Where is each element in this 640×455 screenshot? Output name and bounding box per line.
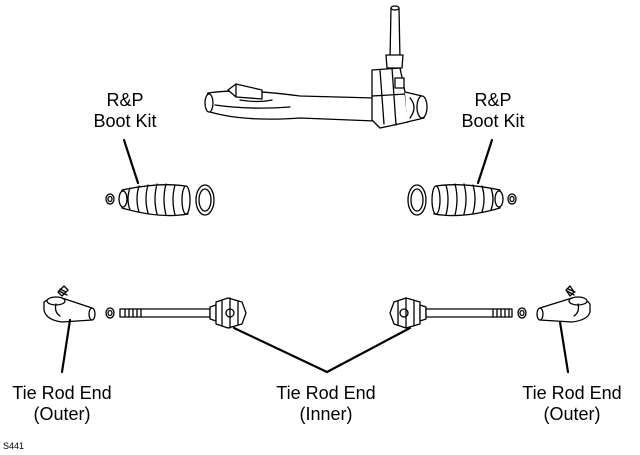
leader-tie-rod-inner-left [232, 326, 329, 374]
label-tie-rod-inner-line2: (Inner) [299, 404, 353, 424]
boot-kit-left-parts [105, 183, 215, 217]
label-boot-kit-right-line2: Boot Kit [461, 111, 525, 131]
leader-tie-rod-inner-right [325, 326, 412, 374]
label-tie-rod-outer-left-line2: (Outer) [33, 404, 91, 424]
figure-code: S441 [3, 441, 25, 451]
label-boot-kit-left: R&P Boot Kit [70, 90, 180, 132]
label-boot-kit-right: R&P Boot Kit [438, 90, 548, 132]
steering-rack-assembly [204, 5, 428, 129]
leader-tie-rod-outer-left [60, 318, 72, 374]
tie-rod-inner-left-part [119, 297, 247, 329]
tie-rod-outer-right-part [517, 285, 591, 323]
leader-boot-kit-left [122, 138, 140, 185]
boot-kit-right-parts [407, 183, 517, 217]
label-tie-rod-outer-left-line1: Tie Rod End [12, 383, 112, 403]
label-tie-rod-outer-right-line2: (Outer) [543, 404, 601, 424]
label-boot-kit-left-line1: R&P [106, 90, 144, 110]
label-tie-rod-outer-left: Tie Rod End (Outer) [2, 383, 122, 425]
leader-tie-rod-outer-right [558, 320, 570, 374]
tie-rod-inner-right-part [389, 297, 513, 329]
leader-boot-kit-right [476, 138, 494, 185]
label-tie-rod-inner-line1: Tie Rod End [276, 383, 376, 403]
leader-lines [60, 138, 570, 374]
label-tie-rod-outer-right-line1: Tie Rod End [522, 383, 622, 403]
tie-rod-outer-left-part [43, 285, 115, 323]
label-tie-rod-inner: Tie Rod End (Inner) [266, 383, 386, 425]
label-boot-kit-right-line1: R&P [474, 90, 512, 110]
label-boot-kit-left-line2: Boot Kit [93, 111, 157, 131]
label-tie-rod-outer-right: Tie Rod End (Outer) [512, 383, 632, 425]
